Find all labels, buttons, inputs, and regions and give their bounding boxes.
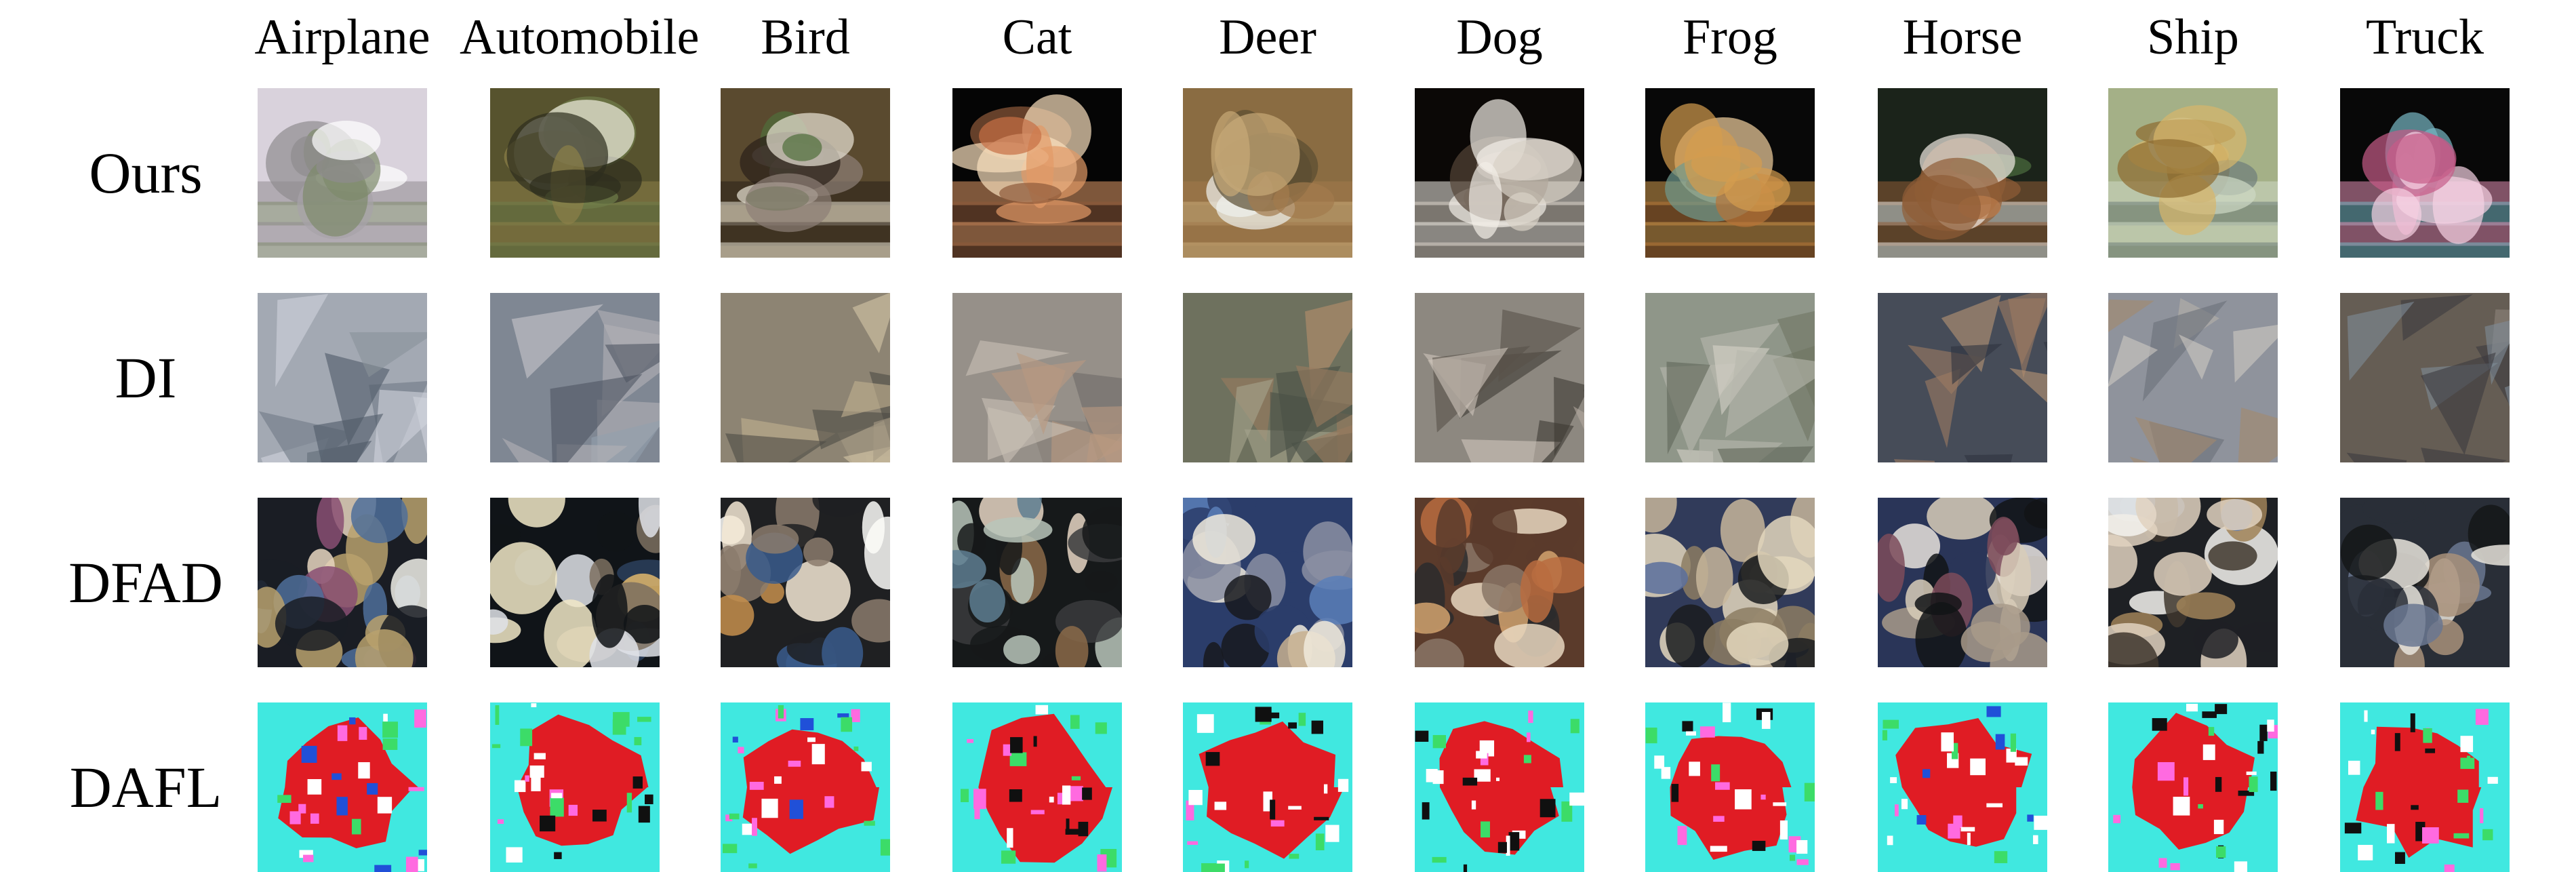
sample-image-graphic xyxy=(1415,498,1584,667)
sample-image-di-ship xyxy=(2108,293,2278,462)
sample-image-graphic xyxy=(1878,293,2047,462)
row-label-ours: Ours xyxy=(89,140,203,205)
sample-image-graphic xyxy=(721,293,890,462)
sample-image-graphic xyxy=(721,498,890,667)
sample-image-graphic xyxy=(1183,293,1352,462)
sample-image-graphic xyxy=(952,88,1122,258)
row-label-dfad: DFAD xyxy=(68,550,223,615)
sample-image-dfad-deer xyxy=(1183,498,1352,667)
sample-image-dfad-cat xyxy=(952,498,1122,667)
sample-image-graphic xyxy=(1645,702,1815,872)
sample-image-graphic xyxy=(1183,498,1352,667)
sample-image-graphic xyxy=(721,88,890,258)
sample-image-dafl-deer xyxy=(1183,702,1352,872)
sample-image-dfad-truck xyxy=(2340,498,2510,667)
sample-image-dfad-automobile xyxy=(490,498,660,667)
column-label-dog: Dog xyxy=(1456,9,1543,65)
sample-image-di-bird xyxy=(721,293,890,462)
sample-image-dfad-dog xyxy=(1415,498,1584,667)
sample-image-graphic xyxy=(1645,498,1815,667)
sample-image-dafl-automobile xyxy=(490,702,660,872)
sample-image-dfad-airplane xyxy=(258,498,427,667)
sample-image-dafl-airplane xyxy=(258,702,427,872)
sample-image-dfad-horse xyxy=(1878,498,2047,667)
sample-image-di-truck xyxy=(2340,293,2510,462)
column-label-bird: Bird xyxy=(761,9,850,65)
column-label-frog: Frog xyxy=(1683,9,1777,65)
sample-image-dafl-cat xyxy=(952,702,1122,872)
sample-image-di-airplane xyxy=(258,293,427,462)
sample-image-graphic xyxy=(1645,88,1815,258)
sample-image-graphic xyxy=(2340,293,2510,462)
sample-image-graphic xyxy=(952,293,1122,462)
sample-image-ours-deer xyxy=(1183,88,1352,258)
sample-image-ours-bird xyxy=(721,88,890,258)
sample-image-dafl-bird xyxy=(721,702,890,872)
sample-image-di-dog xyxy=(1415,293,1584,462)
sample-image-graphic xyxy=(258,293,427,462)
sample-image-di-automobile xyxy=(490,293,660,462)
sample-image-ours-ship xyxy=(2108,88,2278,258)
sample-image-graphic xyxy=(490,88,660,258)
sample-image-dafl-truck xyxy=(2340,702,2510,872)
sample-image-graphic xyxy=(1878,702,2047,872)
sample-image-graphic xyxy=(490,702,660,872)
sample-image-dafl-ship xyxy=(2108,702,2278,872)
sample-image-graphic xyxy=(490,498,660,667)
sample-image-graphic xyxy=(258,88,427,258)
sample-image-graphic xyxy=(2108,293,2278,462)
sample-image-graphic xyxy=(2108,702,2278,872)
sample-image-graphic xyxy=(1878,88,2047,258)
sample-image-graphic xyxy=(2340,88,2510,258)
sample-image-di-cat xyxy=(952,293,1122,462)
sample-image-graphic xyxy=(2108,498,2278,667)
sample-image-ours-dog xyxy=(1415,88,1584,258)
sample-image-di-deer xyxy=(1183,293,1352,462)
sample-image-graphic xyxy=(258,702,427,872)
sample-image-ours-automobile xyxy=(490,88,660,258)
sample-image-di-horse xyxy=(1878,293,2047,462)
sample-image-graphic xyxy=(2340,498,2510,667)
sample-image-di-frog xyxy=(1645,293,1815,462)
sample-image-graphic xyxy=(952,498,1122,667)
sample-image-ours-airplane xyxy=(258,88,427,258)
row-label-di: DI xyxy=(115,345,177,410)
column-label-horse: Horse xyxy=(1902,9,2023,65)
sample-image-dfad-ship xyxy=(2108,498,2278,667)
sample-image-graphic xyxy=(1415,88,1584,258)
sample-image-ours-horse xyxy=(1878,88,2047,258)
sample-image-dafl-dog xyxy=(1415,702,1584,872)
sample-image-graphic xyxy=(1645,293,1815,462)
sample-image-ours-cat xyxy=(952,88,1122,258)
sample-image-dafl-horse xyxy=(1878,702,2047,872)
sample-image-ours-frog xyxy=(1645,88,1815,258)
sample-image-ours-truck xyxy=(2340,88,2510,258)
column-label-automobile: Automobile xyxy=(460,9,700,65)
sample-image-graphic xyxy=(258,498,427,667)
sample-image-graphic xyxy=(1183,702,1352,872)
sample-image-dfad-bird xyxy=(721,498,890,667)
column-label-ship: Ship xyxy=(2147,9,2239,65)
sample-image-graphic xyxy=(721,702,890,872)
sample-image-graphic xyxy=(1415,293,1584,462)
column-label-deer: Deer xyxy=(1219,9,1316,65)
sample-image-dafl-frog xyxy=(1645,702,1815,872)
sample-image-graphic xyxy=(1415,702,1584,872)
column-label-airplane: Airplane xyxy=(254,9,430,65)
sample-image-graphic xyxy=(490,293,660,462)
sample-image-graphic xyxy=(2108,88,2278,258)
column-label-cat: Cat xyxy=(1002,9,1072,65)
sample-image-graphic xyxy=(952,702,1122,872)
row-label-dafl: DAFL xyxy=(69,755,222,820)
sample-image-graphic xyxy=(2340,702,2510,872)
sample-image-graphic xyxy=(1878,498,2047,667)
sample-image-graphic xyxy=(1183,88,1352,258)
sample-image-dfad-frog xyxy=(1645,498,1815,667)
column-label-truck: Truck xyxy=(2365,9,2484,65)
